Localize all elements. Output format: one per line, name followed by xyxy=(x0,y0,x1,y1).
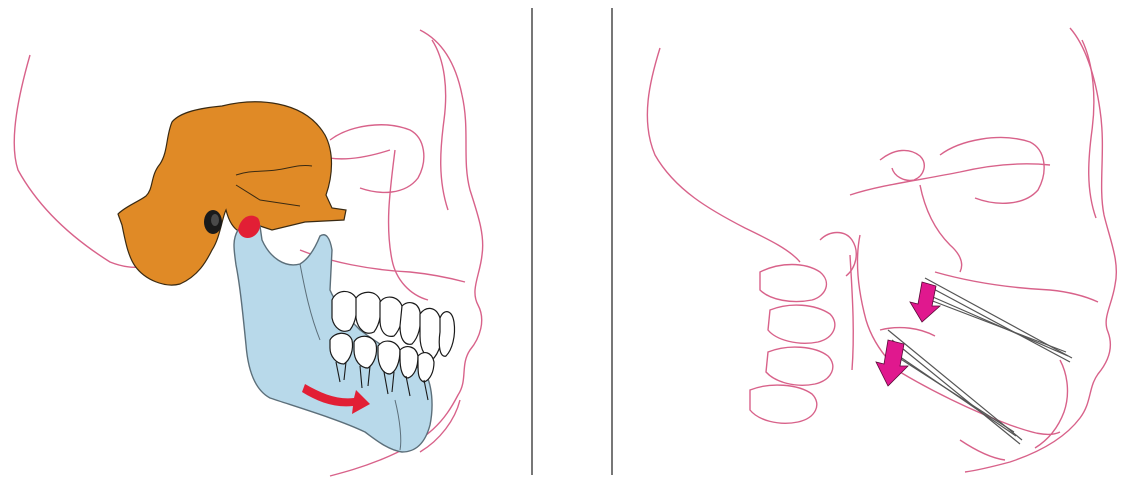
right-cervical-vertebra-3 xyxy=(766,347,833,385)
right-lower-profile xyxy=(960,440,1005,460)
right-pterygoid xyxy=(920,185,962,272)
elastic-line xyxy=(928,286,1070,362)
right-cervical-vertebra-1 xyxy=(760,265,826,302)
elastic-line xyxy=(892,340,1020,444)
ear-canal-inner xyxy=(211,214,219,226)
force-arrow-icon xyxy=(876,340,908,386)
left-nasal-bone xyxy=(432,40,448,210)
tooth-icon xyxy=(400,303,421,345)
elastic-line xyxy=(930,300,1066,352)
right-nasal-bone xyxy=(1082,40,1096,218)
elastic-lines-icon xyxy=(888,278,1072,444)
right-skull-outline xyxy=(647,48,800,262)
elastic-line xyxy=(896,356,1014,432)
tooth-icon xyxy=(439,312,454,357)
right-maxilla xyxy=(935,272,1098,302)
tooth-icon xyxy=(332,291,357,331)
right-tracing xyxy=(647,28,1116,472)
right-pharynx xyxy=(850,255,853,370)
right-cervical-vertebra-2 xyxy=(768,305,835,343)
left-panel xyxy=(14,30,482,476)
tooth-icon xyxy=(418,353,434,382)
right-panel xyxy=(647,28,1116,472)
right-cervical-vertebra-4 xyxy=(750,385,817,423)
right-cranial-base xyxy=(850,164,1050,195)
right-mandible-border xyxy=(900,372,1060,434)
right-orbit xyxy=(940,138,1044,204)
left-midface xyxy=(389,150,428,300)
tooth-icon xyxy=(356,292,381,333)
right-hyoid xyxy=(880,328,935,336)
tooth-icon xyxy=(380,297,403,336)
right-sella xyxy=(880,150,924,180)
tooth-icon xyxy=(420,308,442,358)
